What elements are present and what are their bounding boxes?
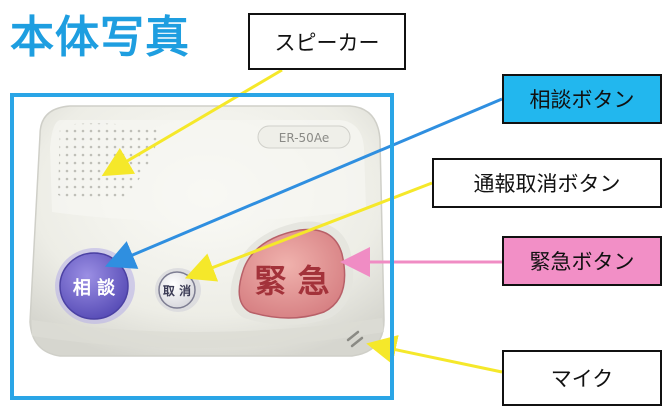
soudan-button-text: 相 談 — [73, 277, 116, 299]
kinkyu-button-label: 緊急ボタン — [502, 236, 662, 286]
kinkyu-button-text: 緊 急 — [254, 262, 329, 300]
page-title: 本体写真 — [10, 12, 190, 63]
cancel-button-text: 取 消 — [163, 283, 191, 298]
kinkyu-button[interactable]: 緊 急 — [230, 221, 354, 325]
cancel-button-label: 通報取消ボタン — [432, 158, 662, 208]
mic-label: マイク — [502, 350, 662, 406]
mic-arrow — [366, 335, 503, 374]
speaker-label: スピーカー — [248, 13, 406, 70]
mic-holes — [346, 330, 364, 348]
soudan-button-label: 相談ボタン — [502, 74, 662, 124]
soudan-arrow — [104, 97, 503, 269]
device-frame — [10, 93, 394, 400]
speaker-arrow — [101, 68, 283, 177]
model-badge: ER-50Ae — [279, 131, 329, 145]
